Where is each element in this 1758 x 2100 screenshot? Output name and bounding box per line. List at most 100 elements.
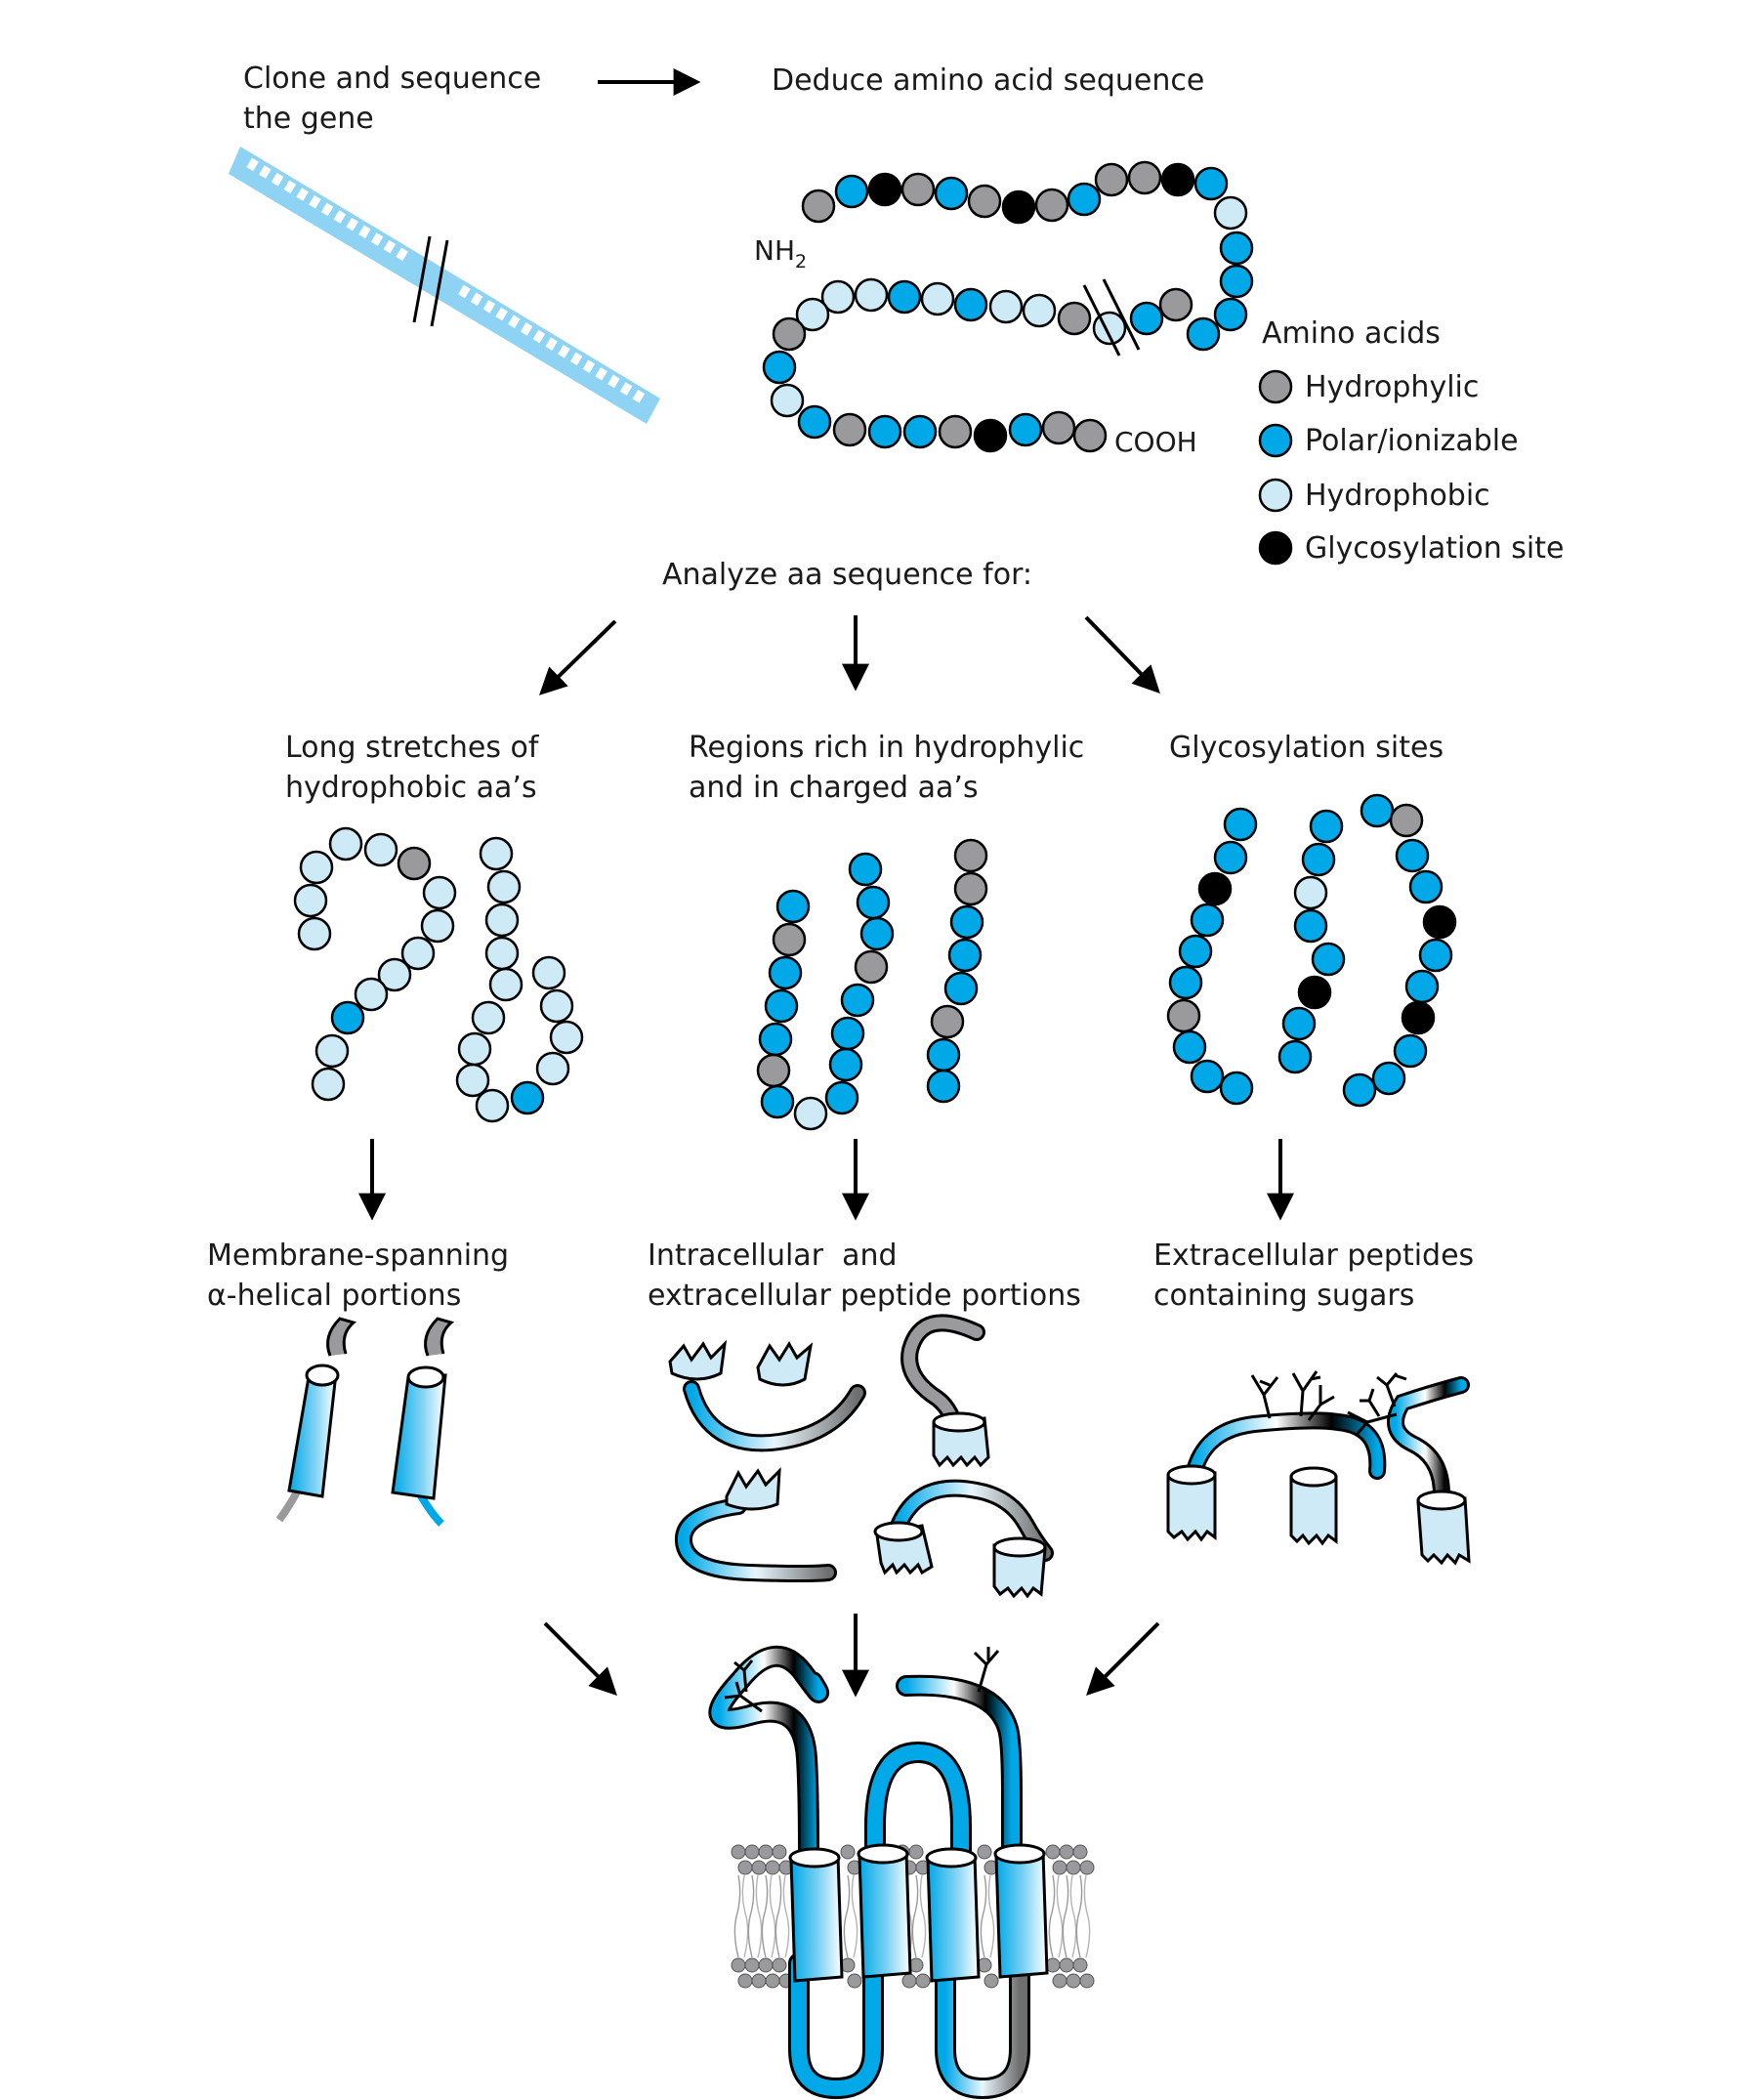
legend-title: Amino acids bbox=[1262, 314, 1441, 354]
chain-beads bbox=[762, 160, 1254, 453]
lipid-tail bbox=[851, 1874, 858, 1958]
nh2-terminus-label: NH2 bbox=[754, 231, 807, 282]
hydrophylic-region-hydrophylic-bead bbox=[953, 871, 988, 906]
lipid-tail bbox=[774, 1874, 782, 1958]
transmembrane-helix-2 bbox=[858, 1850, 912, 1979]
glycosylation-cluster-polar-bead bbox=[1404, 969, 1440, 1004]
helix-cylinder-1 bbox=[275, 1317, 357, 1523]
hydrophylic-region-polar-bead bbox=[949, 904, 984, 940]
dna-base-pair bbox=[271, 172, 284, 187]
chain-hydrophylic-bead bbox=[938, 414, 973, 449]
lipid-tail bbox=[1048, 1874, 1056, 1958]
chain-hydrophylic-bead bbox=[1057, 301, 1092, 336]
glycosylation-cluster-polar-bead bbox=[1190, 1059, 1225, 1094]
hydrophylic-region-polar-bead bbox=[828, 1047, 863, 1082]
peptide-hook-top-right bbox=[900, 1314, 990, 1468]
assembled-membrane-protein bbox=[708, 1646, 1095, 2100]
dna-base-pair bbox=[346, 217, 358, 231]
transmembrane-helix-4 bbox=[994, 1850, 1049, 1979]
chain-hydrophylic-bead bbox=[967, 184, 1002, 219]
cooh-text: COOH bbox=[1114, 426, 1197, 458]
nh2-text: NH bbox=[754, 234, 795, 267]
cooh-terminus-label: COOH bbox=[1114, 422, 1197, 462]
result-mid-label: Intracellular and extracellular peptide … bbox=[648, 1236, 1081, 1316]
dna-base-pair bbox=[296, 188, 309, 201]
legend-item-hydrophylic: Hydrophylic bbox=[1305, 367, 1479, 407]
glycosylated-peptides bbox=[1166, 1370, 1471, 1566]
lipid-head bbox=[751, 1973, 767, 1989]
dna-base-pair bbox=[582, 359, 596, 373]
hydrophobic-stretch-hydrophobic-bead bbox=[400, 936, 436, 971]
chain-hydrophobic-bead bbox=[820, 279, 856, 315]
hydrophylic-region-hydrophobic-bead bbox=[793, 1096, 828, 1131]
peptide-u-shape-top bbox=[668, 1339, 866, 1452]
legend-swatches bbox=[1258, 369, 1293, 566]
chain-hydrophobic-bead bbox=[795, 297, 830, 332]
protein-helices bbox=[788, 1843, 1049, 1983]
peptide-bridge-bottom bbox=[873, 1479, 1054, 1599]
lipid-head bbox=[915, 1973, 931, 1989]
chain-polar-bead bbox=[797, 404, 832, 440]
dna-base-pair bbox=[508, 315, 521, 328]
peptide-portions bbox=[668, 1314, 1054, 1599]
lipid-tail bbox=[747, 1874, 755, 1958]
lipid-head bbox=[901, 1973, 917, 1989]
hydrophylic-region-polar-bead bbox=[848, 852, 883, 887]
chain-hydrophobic-bead bbox=[1022, 293, 1057, 328]
hydrophylic-region-polar-bead bbox=[768, 955, 803, 990]
dna-base-pair bbox=[396, 247, 408, 262]
hydrophylic-region-hydrophylic-bead bbox=[854, 949, 889, 985]
legend-label-polar: Polar/ionizable bbox=[1305, 424, 1519, 458]
glycosylation-cluster-glycosylation-bead bbox=[1197, 871, 1233, 906]
glycosylation-cluster-polar-bead bbox=[1393, 1033, 1428, 1069]
amino-acid-chain bbox=[762, 160, 1254, 453]
chain-polar-bead bbox=[867, 414, 902, 449]
hydrophylic-region-polar-bead bbox=[947, 938, 983, 973]
lipid-tail bbox=[1083, 1874, 1091, 1958]
legend-label-glycosylation: Glycosylation site bbox=[1305, 531, 1565, 566]
lipid-head bbox=[1066, 1973, 1081, 1989]
lipid-head bbox=[977, 1844, 992, 1860]
dna-base-pair bbox=[495, 307, 508, 321]
hydrophobic-stretch-hydrophobic-bead bbox=[299, 850, 334, 885]
hydrophylic-region-hydrophylic-bead bbox=[756, 1053, 791, 1088]
chain-hydrophylic-bead bbox=[900, 172, 936, 207]
legend-label-hydrophylic: Hydrophylic bbox=[1305, 370, 1480, 404]
hydrophobic-stretch-hydrophobic-bead bbox=[297, 916, 332, 951]
membrane-helices bbox=[275, 1317, 455, 1527]
result-left-line-2: α-helical portions bbox=[207, 1279, 462, 1313]
analysis-right-label: Glycosylation sites bbox=[1169, 728, 1444, 768]
lipid-head bbox=[731, 1844, 746, 1860]
chain-glycosylation-bead bbox=[867, 172, 902, 207]
chain-break-line-1 bbox=[1082, 284, 1121, 357]
glycosylation-cluster-polar-bead bbox=[1371, 1061, 1406, 1096]
helix-top-cap bbox=[993, 1843, 1046, 1865]
chain-hydrophylic-bead bbox=[1072, 418, 1108, 453]
transmembrane-helix-1 bbox=[789, 1854, 844, 1983]
chain-polar-bead bbox=[1008, 412, 1043, 447]
lipid-tail bbox=[761, 1874, 769, 1958]
hydrophylic-region-polar-bead bbox=[760, 1084, 795, 1119]
dna-base-pair bbox=[558, 345, 570, 358]
chain-polar-bead bbox=[1186, 316, 1221, 352]
glycosylation-cluster-polar-bead bbox=[1281, 1006, 1317, 1041]
chain-glycosylation-bead bbox=[1001, 189, 1036, 225]
dna-base-pair bbox=[595, 366, 607, 381]
glycosylation-cluster-polar-bead bbox=[1293, 908, 1328, 944]
glycosylation-cluster-hydrophobic-bead bbox=[1293, 875, 1328, 910]
helix-top-cap bbox=[857, 1843, 909, 1865]
glycosylation-cluster-polar-bead bbox=[1277, 1039, 1313, 1074]
glycosylation-cluster-polar-bead bbox=[1172, 1029, 1207, 1065]
dna-break-line-1 bbox=[412, 235, 432, 323]
dna-base-pair bbox=[482, 300, 496, 314]
glycosylation-cluster-polar-bead bbox=[1213, 840, 1248, 875]
legend-item-glycosylation: Glycosylation site bbox=[1305, 528, 1564, 568]
arrow-to-left-analysis bbox=[538, 619, 617, 695]
hydrophobic-stretch-hydrophobic-bead bbox=[479, 836, 514, 871]
hydrophobic-stretch-hydrophobic-bead bbox=[488, 967, 523, 1002]
lipid-head bbox=[1052, 1860, 1067, 1875]
dna-base-pair bbox=[619, 382, 633, 396]
lipid-head bbox=[758, 1844, 774, 1860]
lipid-tail bbox=[980, 1874, 987, 1958]
legend-title-text: Amino acids bbox=[1262, 316, 1441, 351]
